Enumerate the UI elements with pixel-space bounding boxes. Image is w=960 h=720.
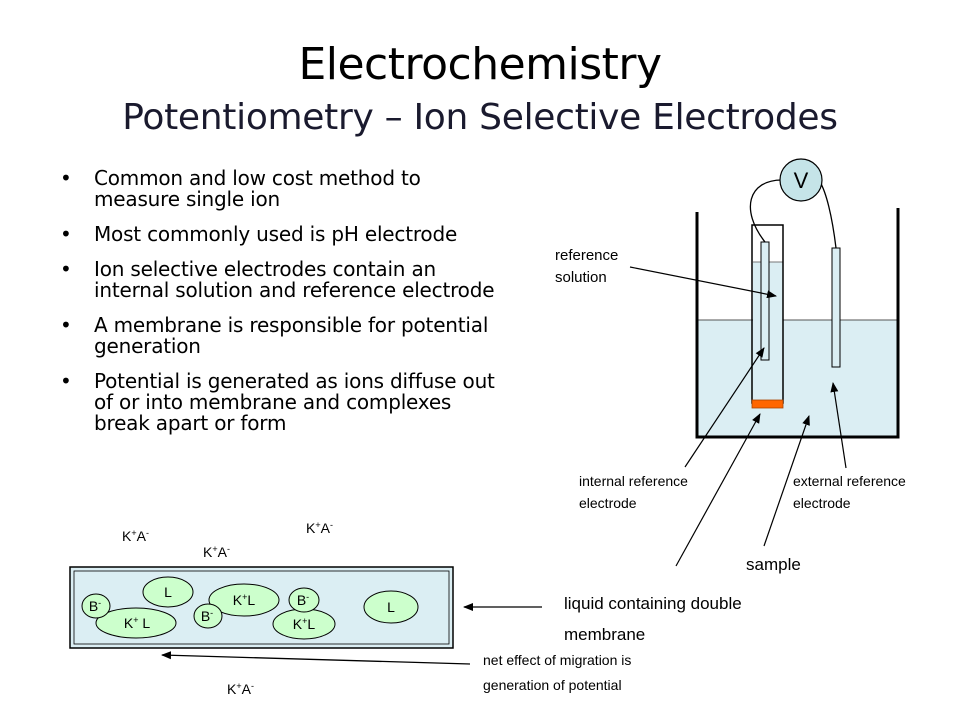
circle-charge: -: [306, 592, 309, 602]
bullet-item: Potential is generated as ions diffuse o…: [60, 371, 500, 434]
cation-charge: +: [236, 681, 241, 691]
circle-charge: +: [242, 592, 247, 602]
anion-circle: B-: [193, 603, 223, 629]
electrochemical-cell: V reference solution internal reference …: [555, 158, 906, 574]
anion-charge: -: [251, 681, 254, 691]
membrane-tip: [751, 399, 784, 409]
anion-charge: -: [330, 520, 333, 530]
svg-text:K+A-: K+A-: [203, 544, 230, 560]
reference-solution-label: solution: [555, 269, 607, 286]
circle-charge: +: [133, 615, 138, 625]
internal-reference-label: internal reference: [579, 473, 688, 489]
membrane-diagram: K+ L B- L K+L B- K+L B- L: [69, 520, 742, 697]
cation-charge: +: [212, 544, 217, 554]
anion-circle: B-: [288, 587, 320, 613]
external-reference-label: external reference: [793, 473, 906, 489]
circle-label: K: [293, 616, 303, 632]
reference-solution-arrow: [629, 266, 777, 299]
voltmeter-label: V: [794, 168, 809, 193]
membrane-label: liquid containing double: [564, 594, 742, 613]
reference-solution-label: reference: [555, 247, 618, 264]
page-subtitle: Potentiometry – Ion Selective Electrodes: [122, 97, 838, 138]
cation-charge: +: [315, 520, 320, 530]
circle-charge: -: [210, 608, 213, 618]
circle-suffix: L: [307, 616, 315, 632]
cation-charge: +: [131, 528, 136, 538]
ion-pair-label: K+A-: [122, 528, 149, 544]
anion-charge: -: [146, 528, 149, 538]
ion-pair-label: K+A-: [227, 681, 254, 697]
sample-label: sample: [746, 555, 801, 574]
circle-label: B: [89, 598, 98, 614]
cation-label: K: [227, 681, 237, 697]
bullet-item: A membrane is responsible for potential …: [60, 315, 500, 357]
svg-text:K+A-: K+A-: [306, 520, 333, 536]
anion-label: A: [218, 544, 228, 560]
cation-label: K: [306, 520, 316, 536]
wire-right: [819, 181, 837, 249]
external-reference-label: electrode: [793, 495, 851, 511]
circle-label: K: [233, 592, 243, 608]
membrane-inner-border: [73, 570, 450, 645]
ligand-circle: L: [363, 590, 419, 624]
circle-label: K: [124, 615, 134, 631]
membrane-arrow: [675, 413, 761, 567]
circle-label: L: [164, 584, 172, 600]
cation-label: K: [122, 528, 132, 544]
svg-text:K+A-: K+A-: [227, 681, 254, 697]
circle-charge: -: [98, 598, 101, 608]
svg-text:K+ L: K+ L: [124, 615, 150, 631]
page-title: Electrochemistry: [298, 39, 662, 90]
internal-reference-label: electrode: [579, 495, 637, 511]
complex-ellipse: K+L: [208, 583, 280, 617]
circle-suffix: L: [138, 615, 150, 631]
ligand-circle: L: [142, 576, 194, 608]
net-effect-label: generation of potential: [483, 677, 622, 693]
external-reference-arrow: [830, 382, 847, 469]
sample-solution: [697, 320, 898, 436]
svg-text:B-: B-: [201, 608, 213, 624]
sample-arrow: [763, 415, 810, 547]
ion-pair-label: K+A-: [203, 544, 230, 560]
svg-text:B-: B-: [297, 592, 309, 608]
circle-label: L: [387, 599, 395, 615]
wire-left: [749, 179, 783, 243]
beaker: [695, 208, 900, 439]
bullet-item: Ion selective electrodes contain an inte…: [60, 259, 500, 301]
complex-ellipse: K+ L: [95, 607, 177, 639]
anion-label: A: [137, 528, 147, 544]
svg-text:K+L: K+L: [233, 592, 256, 608]
svg-text:B-: B-: [89, 598, 101, 614]
external-reference-electrode: [831, 247, 841, 368]
bullet-item: Common and low cost method to measure si…: [60, 168, 500, 210]
svg-text:K+L: K+L: [293, 616, 316, 632]
internal-reference-electrode: [760, 241, 770, 361]
membrane-label: membrane: [564, 625, 645, 644]
bullet-item: Most commonly used is pH electrode: [60, 224, 500, 246]
circle-suffix: L: [247, 592, 255, 608]
anion-charge: -: [227, 544, 230, 554]
migration-arrow: [161, 651, 471, 665]
ion-pair-label: K+A-: [306, 520, 333, 536]
anion-label: A: [242, 681, 252, 697]
circle-label: B: [201, 608, 210, 624]
net-effect-label: net effect of migration is: [483, 652, 631, 668]
circle-label: B: [297, 592, 306, 608]
cation-label: K: [203, 544, 213, 560]
complex-ellipse: K+L: [272, 608, 336, 640]
anion-circle: B-: [81, 593, 111, 619]
bullet-list: Common and low cost method to measure si…: [60, 168, 500, 448]
voltmeter: [779, 158, 823, 202]
svg-text:K+A-: K+A-: [122, 528, 149, 544]
internal-reference-arrow: [684, 347, 765, 468]
circle-charge: +: [302, 616, 307, 626]
anion-label: A: [321, 520, 331, 536]
